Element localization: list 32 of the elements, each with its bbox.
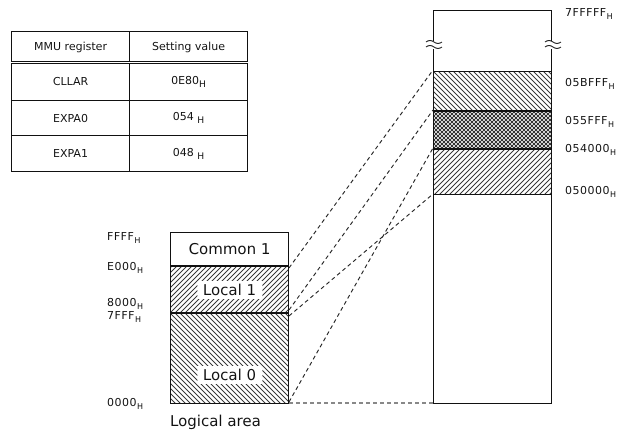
table-cell: CLLAR [12,62,130,100]
table-cell: 0E80$_{H}$ [130,62,248,100]
memory-segment [170,266,289,313]
address-label: 8000$_{H}$ [107,296,144,312]
table-cell: 048 $_{H}$ [130,136,248,172]
table-cell: EXPA1 [12,136,130,172]
mapping-line [288,148,434,402]
mapping-line [288,402,434,404]
axis-caption: Logical area [170,412,261,430]
mapping-line [288,110,434,310]
memory-segment [170,313,289,404]
address-label: 055FFF$_{H}$ [565,114,614,130]
table-cell: EXPA0 [12,100,130,136]
memory-segment [170,232,289,266]
address-label: 0000$_{H}$ [107,396,144,412]
address-label: 7FFFFF$_{H}$ [565,6,614,22]
segment-label: Local 0 [196,366,262,384]
table-cell: Setting value [130,32,248,63]
mapping-line [288,70,434,268]
address-label: FFFF$_{H}$ [107,230,141,246]
table-cell: 054 $_{H}$ [130,100,248,136]
address-label: 054000$_{H}$ [565,142,617,158]
memory-band [432,111,552,149]
segment-label: Local 1 [196,280,262,298]
address-label: E000$_{H}$ [107,260,144,276]
address-label: 7FFF$_{H}$ [107,309,142,324]
memory-band [432,71,552,111]
address-label: 05BFFF$_{H}$ [565,76,616,92]
address-label: 050000$_{H}$ [565,184,617,200]
memory-band [432,149,552,195]
mapping-line [288,194,434,316]
table-cell: MMU register [12,32,130,63]
